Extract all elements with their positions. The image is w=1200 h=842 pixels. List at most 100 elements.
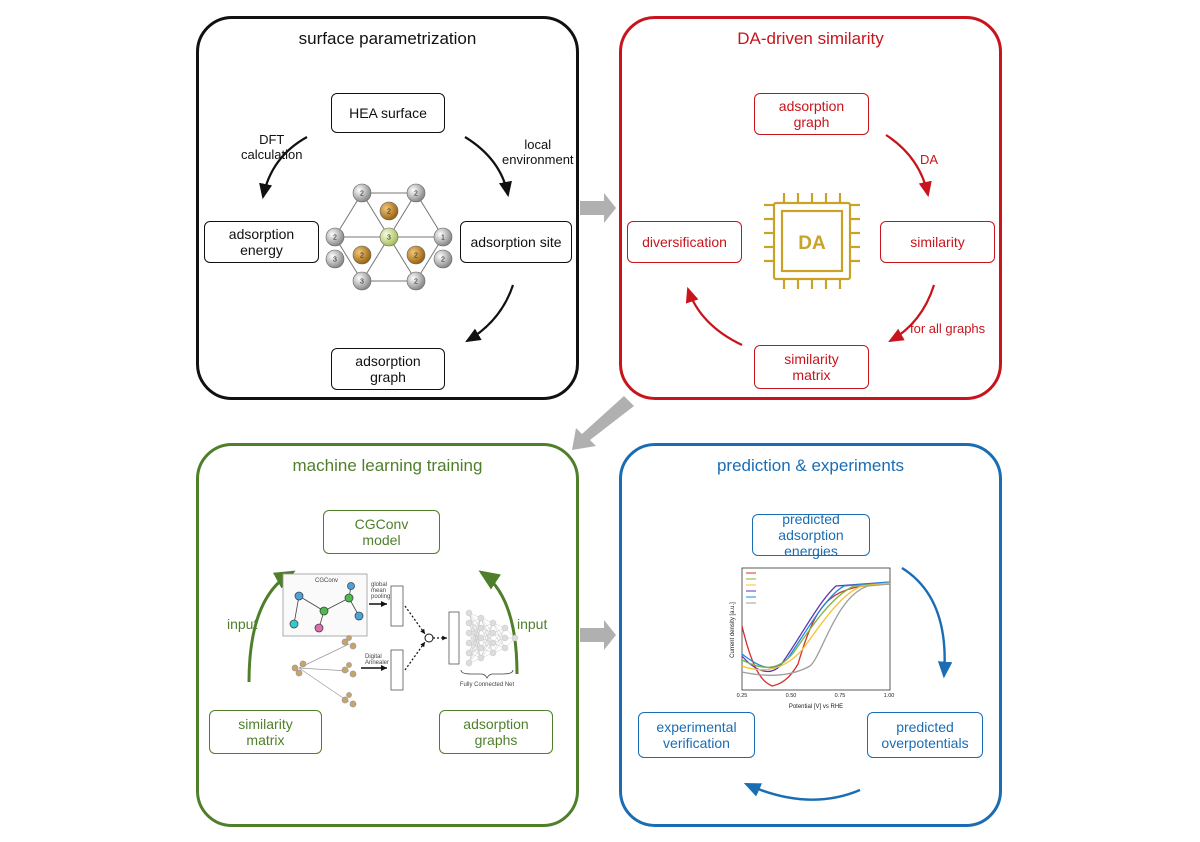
atom-label: 2: [360, 191, 364, 198]
local-environment-label: local environment: [502, 137, 574, 167]
prediction-graphics: Current density [a.u.] Potential [V] vs …: [730, 566, 953, 801]
input-left-label: input: [227, 616, 258, 632]
fc-node: [465, 659, 473, 667]
fc-node: [489, 619, 497, 627]
input-right-label: input: [517, 616, 548, 632]
plot-xtick: 0.50: [786, 693, 797, 699]
fc-node: [477, 644, 485, 652]
arrow-local-env: [464, 136, 512, 198]
atom: [433, 227, 453, 247]
fc-node: [489, 649, 497, 657]
atom: [352, 183, 372, 203]
adsorption-site-box: adsorption site: [460, 221, 572, 263]
atom: [352, 245, 372, 265]
arrow-to-graph: [465, 284, 515, 343]
atom: [379, 201, 399, 221]
concat-node: [424, 633, 434, 643]
atom: [433, 249, 453, 269]
atom-label: 2: [414, 253, 418, 260]
plot-ylabel: Current density [a.u.]: [730, 602, 736, 658]
fc-node: [465, 649, 473, 657]
atom: [406, 245, 426, 265]
plot-xtick: 1.00: [884, 693, 895, 699]
predicted-adsorption-energies-box: predicted adsorption energies: [752, 511, 870, 559]
panel-title: prediction & experiments: [716, 456, 905, 475]
fc-node: [465, 639, 473, 647]
atom-label: 1: [441, 235, 445, 242]
molecule-icons: [291, 635, 357, 708]
experimental-verification-box: experimental verification: [638, 712, 755, 758]
da-arrow-label: DA: [920, 152, 939, 167]
machine-learning-training-panel: machine learning training CGConv model s…: [196, 443, 579, 827]
da-diagram-graphics: DA: [685, 134, 936, 346]
arrow-dft: [259, 136, 308, 200]
fully-connected-net-icon: [465, 609, 519, 667]
atom: [406, 183, 426, 203]
for-all-graphs-label: for all graphs: [910, 321, 986, 336]
adsorption-graphs-box: adsorption graphs: [439, 710, 553, 754]
chip-icon: [764, 193, 860, 289]
fc-brace: [460, 669, 514, 679]
atom-label: 3: [360, 279, 364, 286]
panel-title: DA-driven similarity: [737, 29, 884, 48]
atom: [325, 227, 345, 247]
chip-label: DA: [798, 233, 826, 254]
atom-label: 3: [333, 257, 337, 264]
fc-node: [477, 614, 485, 622]
atom-label: 2: [414, 191, 418, 198]
atom: [325, 249, 345, 269]
atom-label: 2: [414, 279, 418, 286]
arrow-da-to-ml: [572, 396, 634, 450]
prediction-experiments-panel: prediction & experiments predicted adsor…: [619, 443, 1002, 827]
atom-label: 2: [441, 257, 445, 264]
arrow-graph-to-similarity: [885, 134, 932, 198]
plot-curves: [741, 581, 891, 687]
fc-node: [489, 629, 497, 637]
panel-title: machine learning training: [292, 456, 483, 475]
fc-node: [501, 624, 509, 632]
diversification-box: diversification: [627, 221, 742, 263]
arrow-overpotentials-to-verification: [743, 782, 861, 801]
feature-vectors: [390, 585, 404, 691]
surface-parametrization-panel: surface parametrization HEA surface adso…: [196, 16, 579, 400]
fc-node: [489, 639, 497, 647]
fc-label: Fully Connected Net: [460, 682, 515, 688]
arrow-energies-to-overpotentials: [901, 566, 953, 679]
fc-node: [501, 644, 509, 652]
panel-title: surface parametrization: [298, 29, 477, 48]
arrow-similarity-to-matrix: [888, 284, 936, 343]
fc-node: [465, 609, 473, 617]
arrow-matrix-to-diversification: [685, 286, 743, 346]
arrow-input-right: [478, 570, 519, 675]
atom: [352, 271, 372, 291]
hea-surface-box: HEA surface: [331, 93, 445, 133]
atom-label: 2: [333, 235, 337, 242]
fc-node: [465, 619, 473, 627]
adsorption-graph-box: adsorption graph: [331, 348, 445, 390]
plot-xtick: 0.25: [737, 693, 748, 699]
similarity-matrix-box: similarity matrix: [209, 710, 322, 754]
adsorption-graph-box: adsorption graph: [754, 93, 869, 135]
plot-xtick: 0.75: [835, 693, 846, 699]
fc-node: [477, 654, 485, 662]
plot-xlabel: Potential [V] vs RHE: [789, 704, 843, 710]
atom: [406, 271, 426, 291]
plot-xticks: 0.25 0.50 0.75 1.00: [737, 693, 895, 699]
cgconv-net-label: CGConv: [315, 578, 338, 584]
fc-node: [465, 629, 473, 637]
predicted-overpotentials-box: predicted overpotentials: [867, 712, 983, 758]
cgconv-graph-icon: [289, 582, 364, 633]
arrow-surface-to-da: [580, 193, 616, 223]
adsorption-energy-box: adsorption energy: [204, 221, 319, 263]
similarity-box: similarity: [880, 221, 995, 263]
fc-node: [477, 624, 485, 632]
fc-node: [477, 634, 485, 642]
atom-label: 2: [387, 209, 391, 216]
atom-label: 3: [387, 235, 391, 242]
